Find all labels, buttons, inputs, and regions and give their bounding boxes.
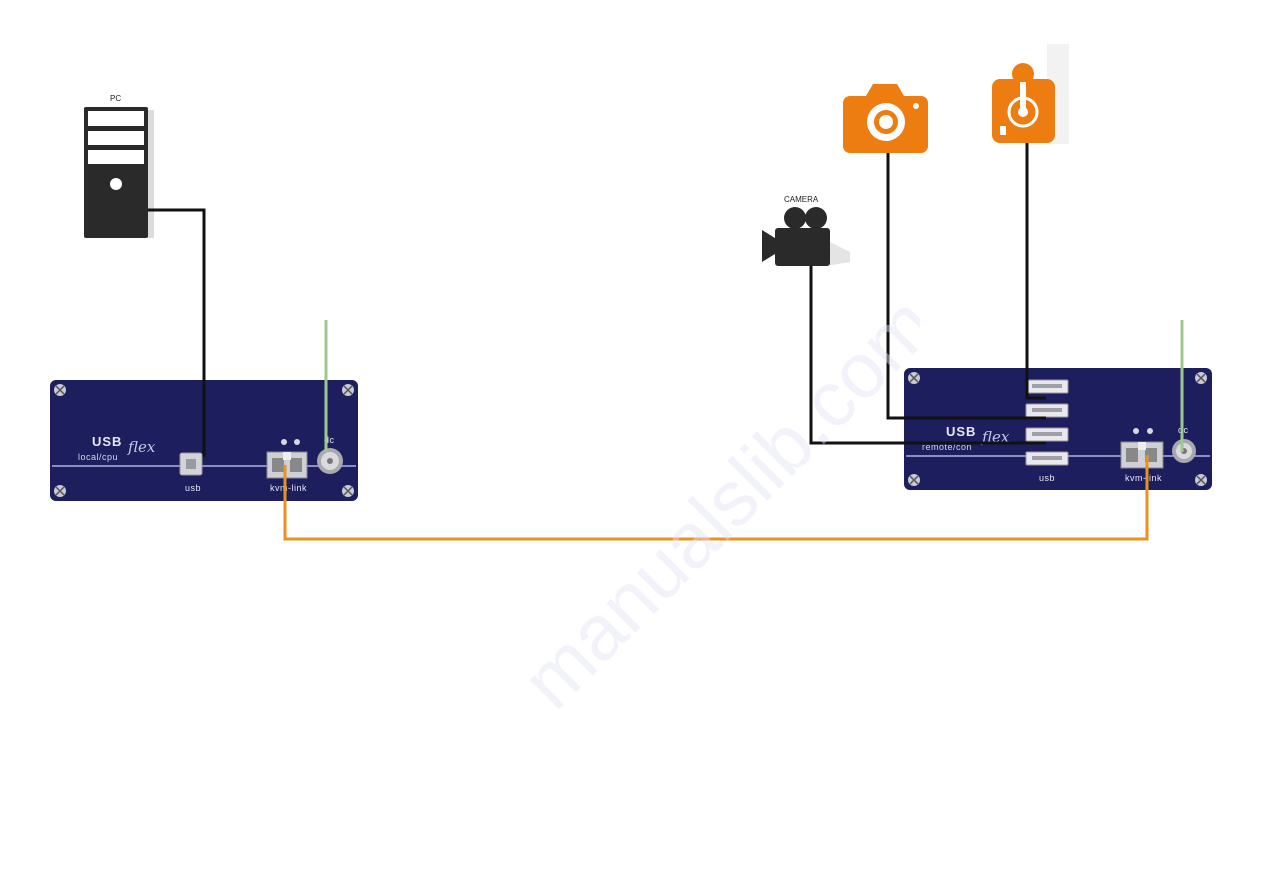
screw-icon (1195, 372, 1207, 384)
dc-power-port-icon (1172, 439, 1196, 463)
pc-label: PC (110, 94, 121, 103)
local-brand: USB (92, 434, 122, 449)
screw-icon (908, 474, 920, 486)
remote-brand: USB (946, 424, 976, 439)
screw-icon (54, 384, 66, 396)
screw-icon (54, 485, 66, 497)
usb-a-port-icon (1025, 379, 1069, 394)
remote-usb-port-label: usb (1039, 473, 1055, 483)
usb-a-port-icon (1025, 403, 1069, 418)
screw-icon (342, 384, 354, 396)
photo-camera-icon (843, 84, 928, 153)
usb-b-port-icon (179, 452, 203, 476)
kvm-link-cable (283, 455, 1149, 541)
local-link-port-label: kvm-link (270, 483, 307, 493)
remote-subtitle: remote/con (922, 442, 972, 452)
screw-icon (342, 485, 354, 497)
local-subtitle: local/cpu (78, 452, 118, 462)
remote-usb-extender: USB flex remote/con usb kvm-link dc (904, 368, 1212, 490)
local-dc-port-label: dc (324, 435, 335, 445)
screw-icon (908, 372, 920, 384)
usb-cable-joystick (1025, 143, 1046, 400)
joystick-icon (992, 44, 1069, 144)
usb-cable-video-camera (809, 266, 1046, 445)
video-camera-icon: CAMERA (762, 195, 850, 266)
rj45-port-icon (1120, 441, 1164, 469)
usb-cable-pc (148, 208, 206, 457)
local-usb-port-label: usb (185, 483, 201, 493)
dc-power-port-icon (317, 448, 343, 474)
usb-cable-photo-camera (886, 153, 1046, 420)
remote-link-port-label: kvm-link (1125, 473, 1162, 483)
camera-label: CAMERA (784, 195, 819, 204)
screw-icon (1195, 474, 1207, 486)
usb-a-port-icon (1025, 451, 1069, 466)
usb-a-port-icon (1025, 427, 1069, 442)
local-brand-suffix: flex (127, 438, 156, 456)
pc-icon: PC (84, 94, 154, 238)
rj45-port-icon (266, 451, 308, 479)
